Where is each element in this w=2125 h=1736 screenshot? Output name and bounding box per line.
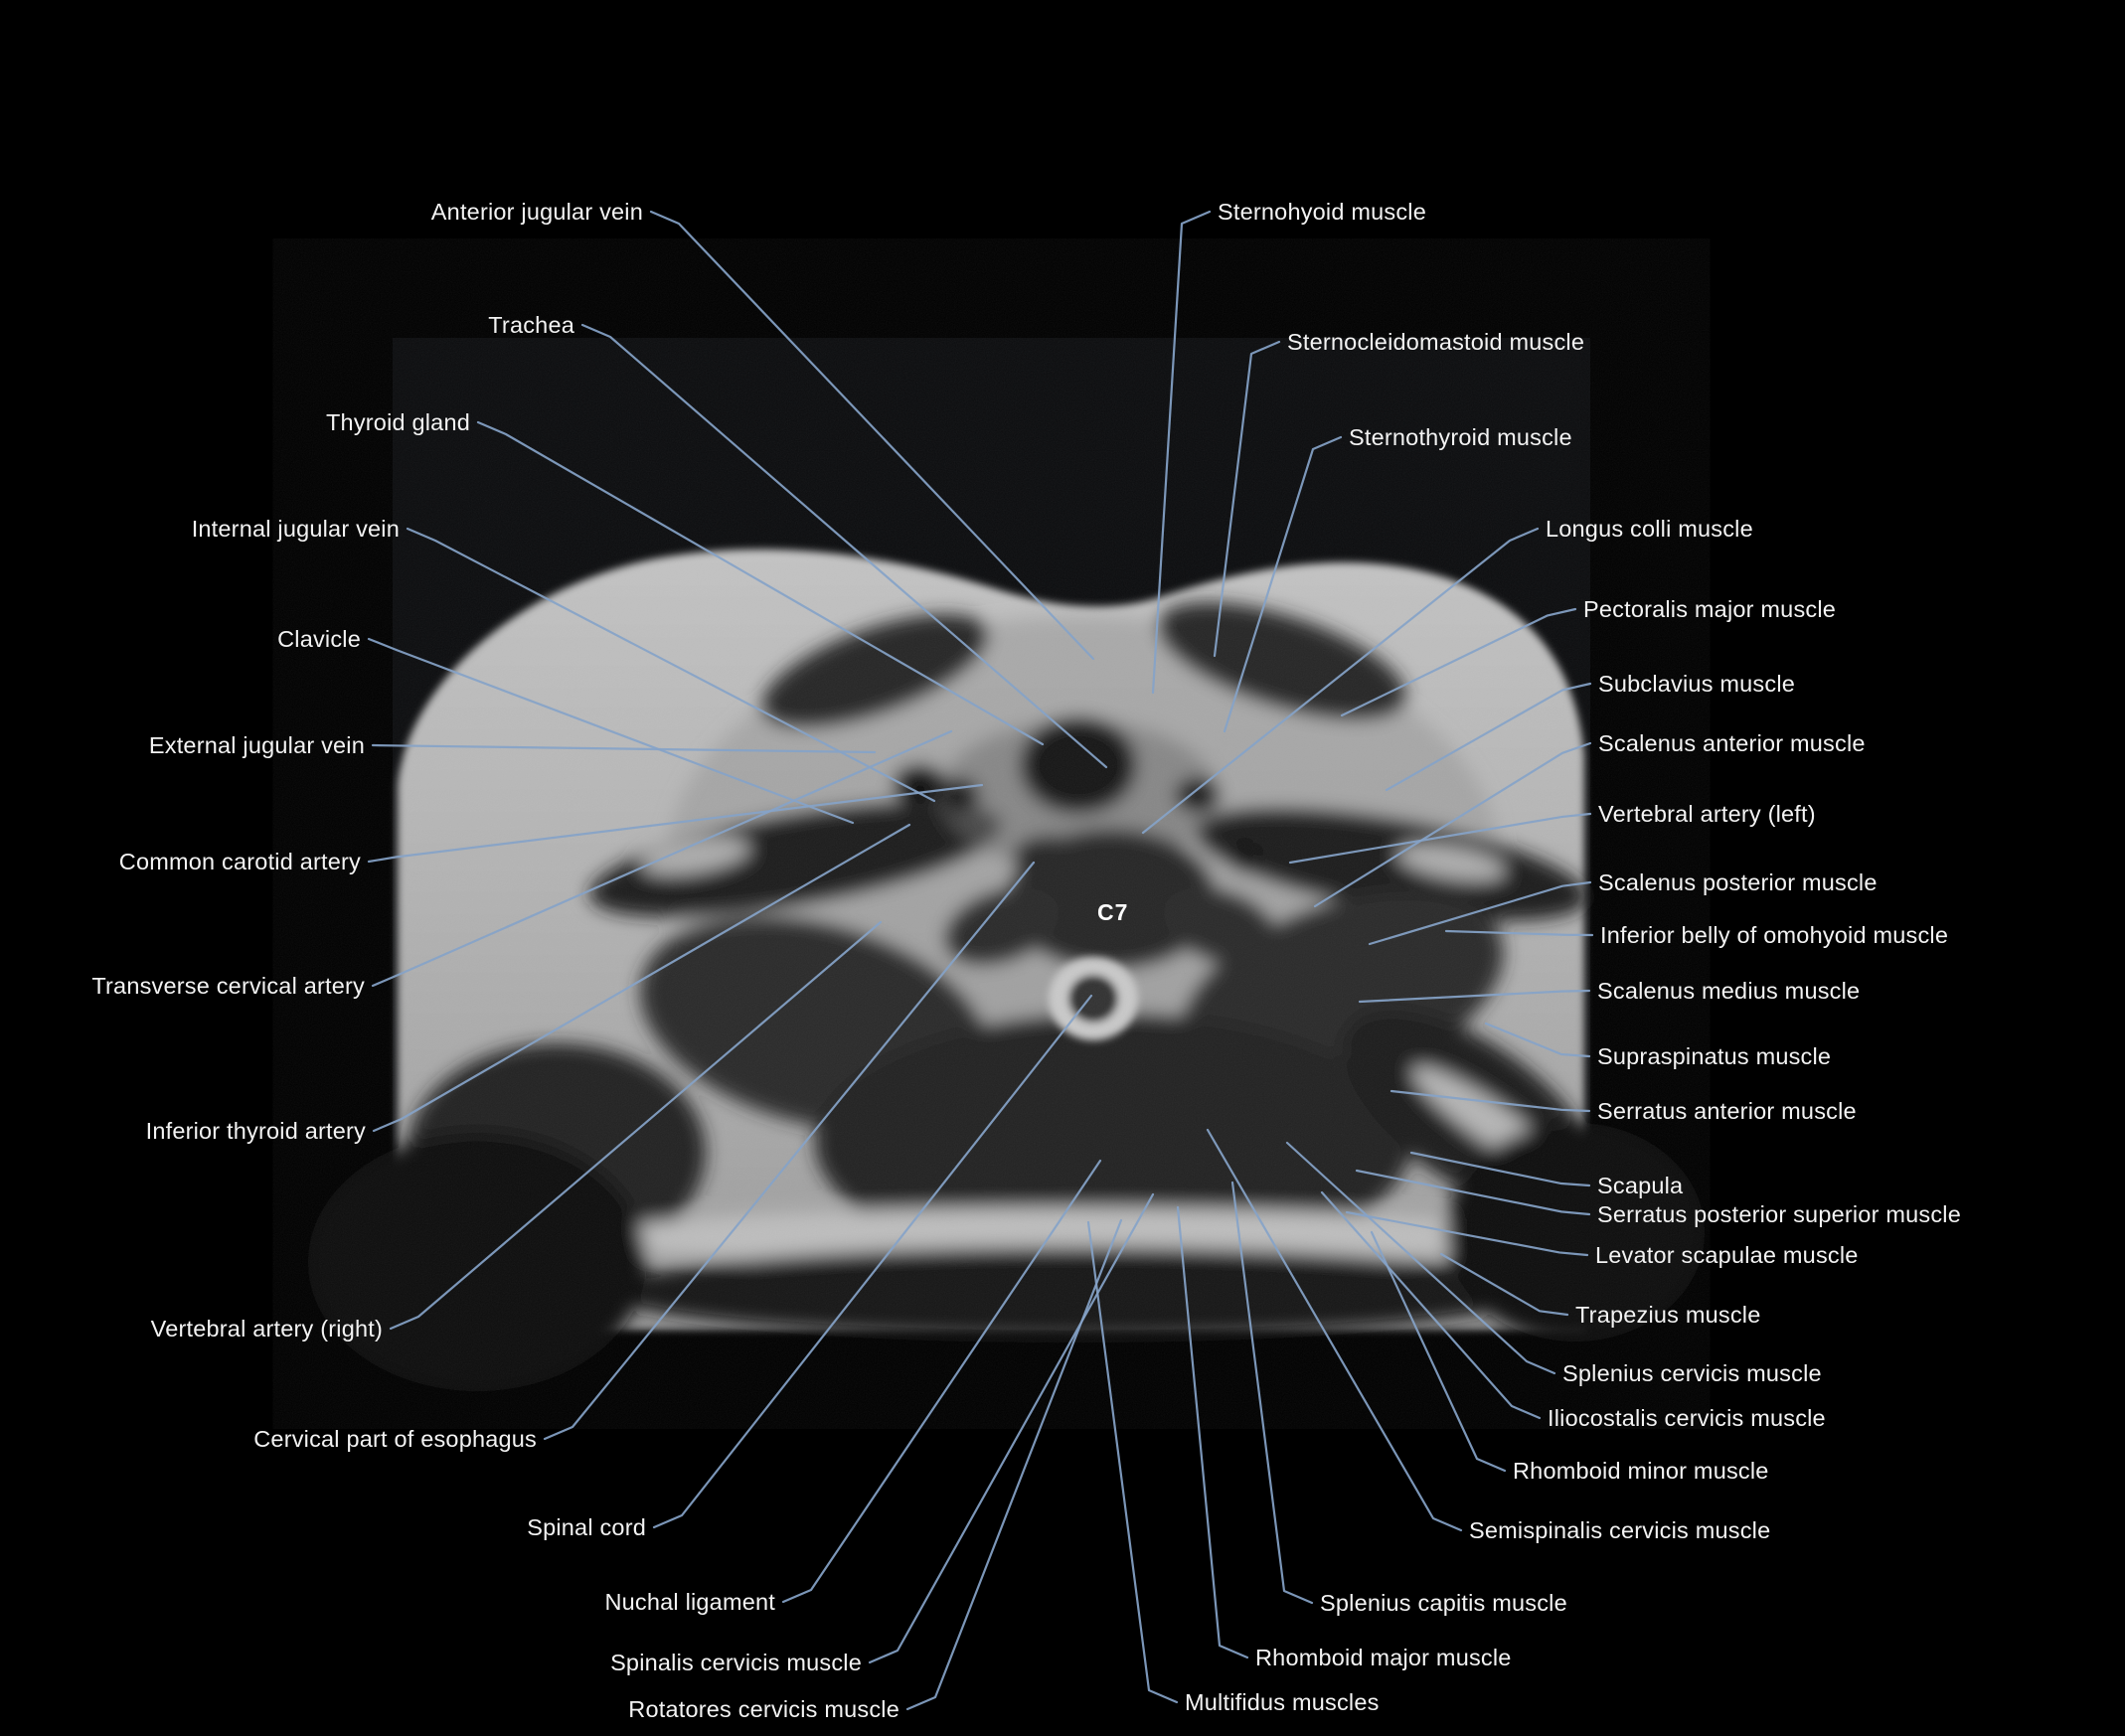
leader-line-vertebral-artery-left (1288, 812, 1592, 865)
anatomy-label-scalenus-anterior-muscle: Scalenus anterior muscle (1598, 730, 1866, 756)
anatomy-label-thyroid-gland: Thyroid gland (326, 409, 470, 435)
anatomy-label-trachea: Trachea (488, 312, 574, 338)
leader-line-common-carotid-artery (367, 783, 984, 864)
leader-line-scalenus-medius-muscle (1358, 989, 1591, 1004)
anatomy-label-rotatores-cervicis-muscle: Rotatores cervicis muscle (628, 1696, 899, 1722)
leader-line-splenius-cervicis-muscle (1285, 1141, 1556, 1375)
leader-line-internal-jugular-vein (406, 527, 936, 803)
leader-line-inferior-belly-of-omohyoid-muscle (1444, 929, 1594, 937)
leader-line-clavicle (367, 637, 855, 825)
leader-line-rhomboid-major-muscle (1176, 1205, 1249, 1659)
anatomy-label-cervical-part-of-esophagus: Cervical part of esophagus (253, 1426, 537, 1452)
anatomy-label-semispinalis-cervicis-muscle: Semispinalis cervicis muscle (1469, 1517, 1770, 1543)
anatomy-label-transverse-cervical-artery: Transverse cervical artery (91, 973, 365, 999)
leader-line-pectoralis-major-muscle (1340, 607, 1577, 717)
anatomy-label-serratus-posterior-superior-muscle: Serratus posterior superior muscle (1597, 1201, 1961, 1227)
leader-line-anterior-jugular-vein (649, 210, 1095, 661)
leader-line-vertebral-artery-right (389, 920, 883, 1331)
anatomy-label-trapezius-muscle: Trapezius muscle (1575, 1302, 1760, 1328)
vertebra-label: C7 (1097, 899, 1128, 925)
anatomy-label-levator-scapulae-muscle: Levator scapulae muscle (1595, 1242, 1859, 1268)
leader-line-inferior-thyroid-artery (372, 823, 911, 1133)
leader-line-scalenus-posterior-muscle (1368, 880, 1592, 946)
leader-line-scalenus-anterior-muscle (1313, 741, 1592, 908)
leader-line-cervical-part-of-esophagus (543, 861, 1036, 1441)
leader-lines (367, 210, 1594, 1711)
anatomy-label-external-jugular-vein: External jugular vein (149, 732, 365, 758)
anatomy-label-scalenus-medius-muscle: Scalenus medius muscle (1597, 978, 1860, 1004)
leader-line-external-jugular-vein (371, 743, 877, 754)
leader-line-longus-colli-muscle (1141, 527, 1540, 835)
leader-line-sternocleidomastoid-muscle (1213, 340, 1281, 658)
anatomy-label-supraspinatus-muscle: Supraspinatus muscle (1597, 1043, 1831, 1069)
anatomy-label-spinalis-cervicis-muscle: Spinalis cervicis muscle (610, 1650, 862, 1675)
leader-line-nuchal-ligament (781, 1159, 1102, 1604)
leader-line-transverse-cervical-artery (371, 729, 953, 988)
anatomy-label-splenius-capitis-muscle: Splenius capitis muscle (1320, 1590, 1567, 1616)
anatomy-label-inferior-belly-of-omohyoid-muscle: Inferior belly of omohyoid muscle (1600, 922, 1948, 948)
leader-line-splenius-capitis-muscle (1230, 1181, 1314, 1605)
anatomy-label-nuchal-ligament: Nuchal ligament (604, 1589, 775, 1615)
leader-line-rotatores-cervicis-muscle (905, 1218, 1123, 1711)
anatomy-label-inferior-thyroid-artery: Inferior thyroid artery (146, 1118, 366, 1144)
anatomy-label-sternothyroid-muscle: Sternothyroid muscle (1349, 424, 1572, 450)
anatomy-label-pectoralis-major-muscle: Pectoralis major muscle (1583, 596, 1836, 622)
leader-line-serratus-posterior-superior-muscle (1355, 1169, 1591, 1216)
leader-line-scapula (1409, 1151, 1591, 1187)
anatomy-label-multifidus-muscles: Multifidus muscles (1185, 1689, 1380, 1715)
anatomy-label-vertebral-artery-left: Vertebral artery (left) (1598, 801, 1816, 827)
leader-line-spinal-cord (652, 994, 1093, 1529)
anatomy-label-serratus-anterior-muscle: Serratus anterior muscle (1597, 1098, 1857, 1124)
leader-line-sternothyroid-muscle (1223, 435, 1343, 733)
anatomy-label-spinal-cord: Spinal cord (527, 1514, 646, 1540)
anatomy-label-sternocleidomastoid-muscle: Sternocleidomastoid muscle (1287, 329, 1584, 355)
anatomy-label-iliocostalis-cervicis-muscle: Iliocostalis cervicis muscle (1548, 1405, 1826, 1431)
anatomy-label-rhomboid-major-muscle: Rhomboid major muscle (1255, 1645, 1512, 1670)
leader-line-multifidus-muscles (1086, 1220, 1179, 1704)
anatomy-label-scapula: Scapula (1597, 1173, 1684, 1198)
anatomy-label-scalenus-posterior-muscle: Scalenus posterior muscle (1598, 869, 1878, 895)
anatomy-label-sternohyoid-muscle: Sternohyoid muscle (1218, 199, 1426, 225)
leader-line-sternohyoid-muscle (1151, 210, 1212, 695)
leader-line-serratus-anterior-muscle (1389, 1089, 1591, 1113)
anatomy-label-anterior-jugular-vein: Anterior jugular vein (431, 199, 643, 225)
leader-line-trapezius-muscle (1439, 1252, 1569, 1317)
leader-line-spinalis-cervicis-muscle (868, 1192, 1155, 1664)
leader-line-rhomboid-minor-muscle (1370, 1230, 1507, 1473)
anatomy-label-longus-colli-muscle: Longus colli muscle (1546, 516, 1753, 542)
leader-line-trachea (580, 323, 1108, 769)
anatomy-label-subclavius-muscle: Subclavius muscle (1598, 671, 1795, 697)
leader-line-levator-scapulae-muscle (1345, 1210, 1589, 1257)
anatomy-label-common-carotid-artery: Common carotid artery (119, 849, 361, 874)
leader-line-thyroid-gland (476, 420, 1045, 746)
anatomy-label-internal-jugular-vein: Internal jugular vein (192, 516, 400, 542)
anatomy-label-clavicle: Clavicle (277, 626, 361, 652)
anatomy-label-rhomboid-minor-muscle: Rhomboid minor muscle (1513, 1458, 1769, 1484)
anatomy-label-splenius-cervicis-muscle: Splenius cervicis muscle (1562, 1360, 1822, 1386)
leader-line-supraspinatus-muscle (1484, 1022, 1591, 1058)
anatomy-label-vertebral-artery-right: Vertebral artery (right) (151, 1316, 383, 1341)
leader-line-semispinalis-cervicis-muscle (1206, 1128, 1463, 1532)
leader-line-subclavius-muscle (1385, 682, 1592, 792)
